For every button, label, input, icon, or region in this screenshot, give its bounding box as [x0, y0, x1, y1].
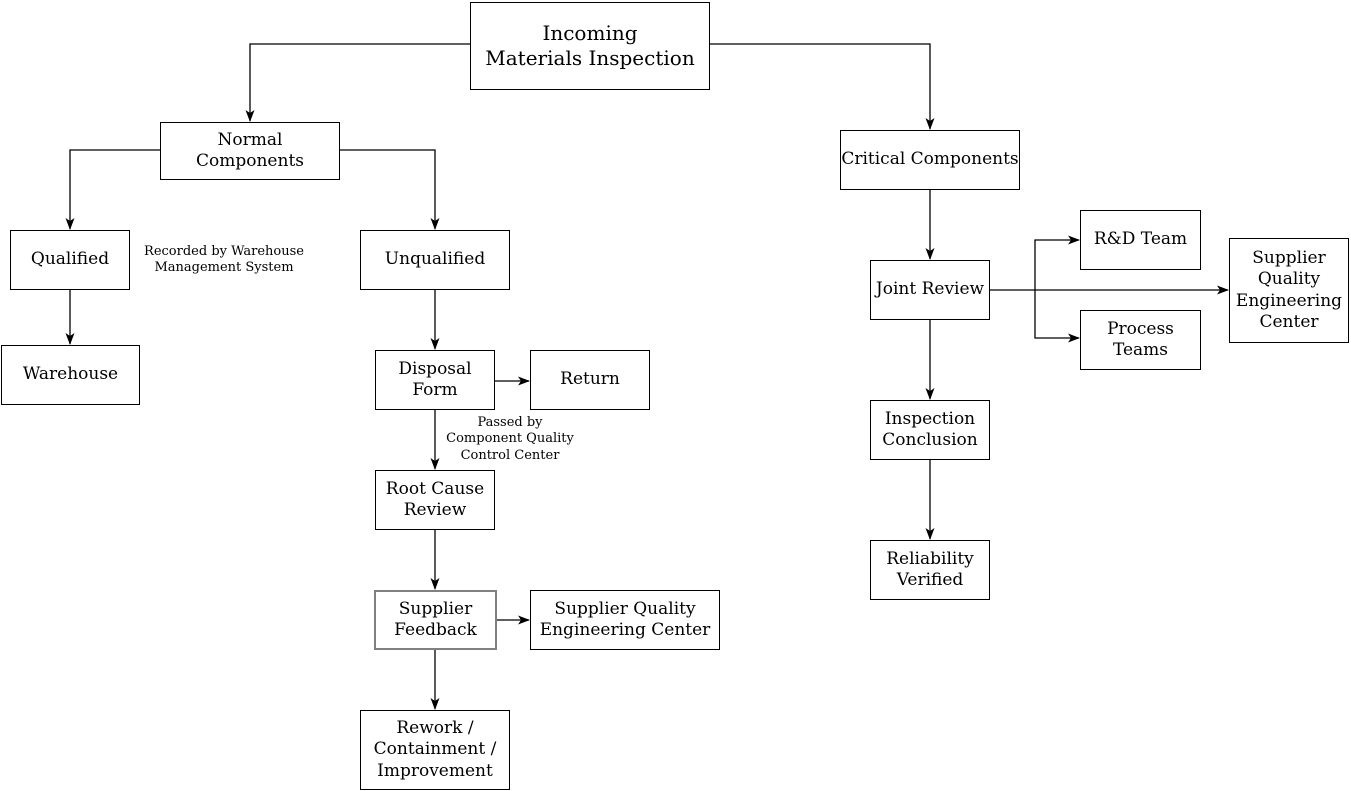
node-label-warehouse: Warehouse [22, 364, 119, 385]
node-disposal-form[interactable]: Disposal Form [375, 350, 495, 410]
node-root-cause-review[interactable]: Root Cause Review [375, 470, 495, 530]
node-rework-containment-improvement[interactable]: Rework / Containment / Improvement [360, 710, 510, 790]
edge-incoming-to-critical-components [710, 43, 935, 130]
node-process-teams[interactable]: Process Teams [1080, 310, 1201, 370]
node-label-incoming-materials-inspection: Incoming Materials Inspection [485, 21, 695, 70]
node-supplier-quality-engineering-center-right[interactable]: Supplier Quality Engineering Center [1229, 238, 1349, 343]
node-label-unqualified: Unqualified [384, 249, 486, 270]
node-label-qualified: Qualified [30, 249, 110, 270]
edge-normal-to-qualified [65, 149, 160, 230]
node-label-supplier-quality-engineering-center-right: Supplier Quality Engineering Center [1235, 248, 1343, 332]
node-qualified[interactable]: Qualified [10, 230, 130, 290]
node-label-rd-team: R&D Team [1093, 229, 1188, 250]
node-label-inspection-conclusion: Inspection Conclusion [882, 408, 978, 450]
node-incoming-materials-inspection[interactable]: Incoming Materials Inspection [470, 2, 710, 90]
node-unqualified[interactable]: Unqualified [360, 230, 510, 290]
node-critical-components[interactable]: Critical Components [840, 130, 1020, 190]
node-inspection-conclusion[interactable]: Inspection Conclusion [870, 400, 990, 460]
annotation-warehouse-management-note: Recorded by Warehouse Management System [144, 244, 304, 276]
node-joint-review[interactable]: Joint Review [870, 260, 990, 320]
node-label-critical-components: Critical Components [841, 149, 1019, 170]
node-label-process-teams: Process Teams [1107, 318, 1174, 360]
annotation-component-quality-note: Passed by Component Quality Control Cent… [446, 415, 574, 463]
node-warehouse[interactable]: Warehouse [1, 345, 140, 405]
node-label-root-cause-review: Root Cause Review [385, 478, 485, 520]
node-return[interactable]: Return [530, 350, 650, 410]
node-label-supplier-feedback: Supplier Feedback [394, 598, 477, 640]
edge-incoming-to-normal-components [245, 43, 470, 122]
node-supplier-feedback[interactable]: Supplier Feedback [374, 590, 497, 650]
node-label-disposal-form: Disposal Form [398, 358, 472, 400]
edge-joint-review-branch-to-rd-team [1034, 235, 1080, 290]
node-normal-components[interactable]: Normal Components [160, 122, 340, 180]
node-label-rework-containment-improvement: Rework / Containment / Improvement [373, 718, 497, 781]
node-label-return: Return [560, 369, 620, 390]
node-supplier-quality-engineering-center-left[interactable]: Supplier Quality Engineering Center [530, 590, 720, 650]
node-label-normal-components: Normal Components [196, 129, 304, 171]
edge-joint-review-branch-to-process-teams [1034, 290, 1080, 343]
node-label-reliability-verified: Reliability Verified [886, 548, 974, 590]
edge-normal-to-unqualified [340, 149, 440, 230]
node-reliability-verified[interactable]: Reliability Verified [870, 540, 990, 600]
node-label-joint-review: Joint Review [875, 279, 985, 300]
node-rd-team[interactable]: R&D Team [1080, 210, 1201, 270]
node-label-supplier-quality-engineering-center-left: Supplier Quality Engineering Center [539, 598, 711, 640]
